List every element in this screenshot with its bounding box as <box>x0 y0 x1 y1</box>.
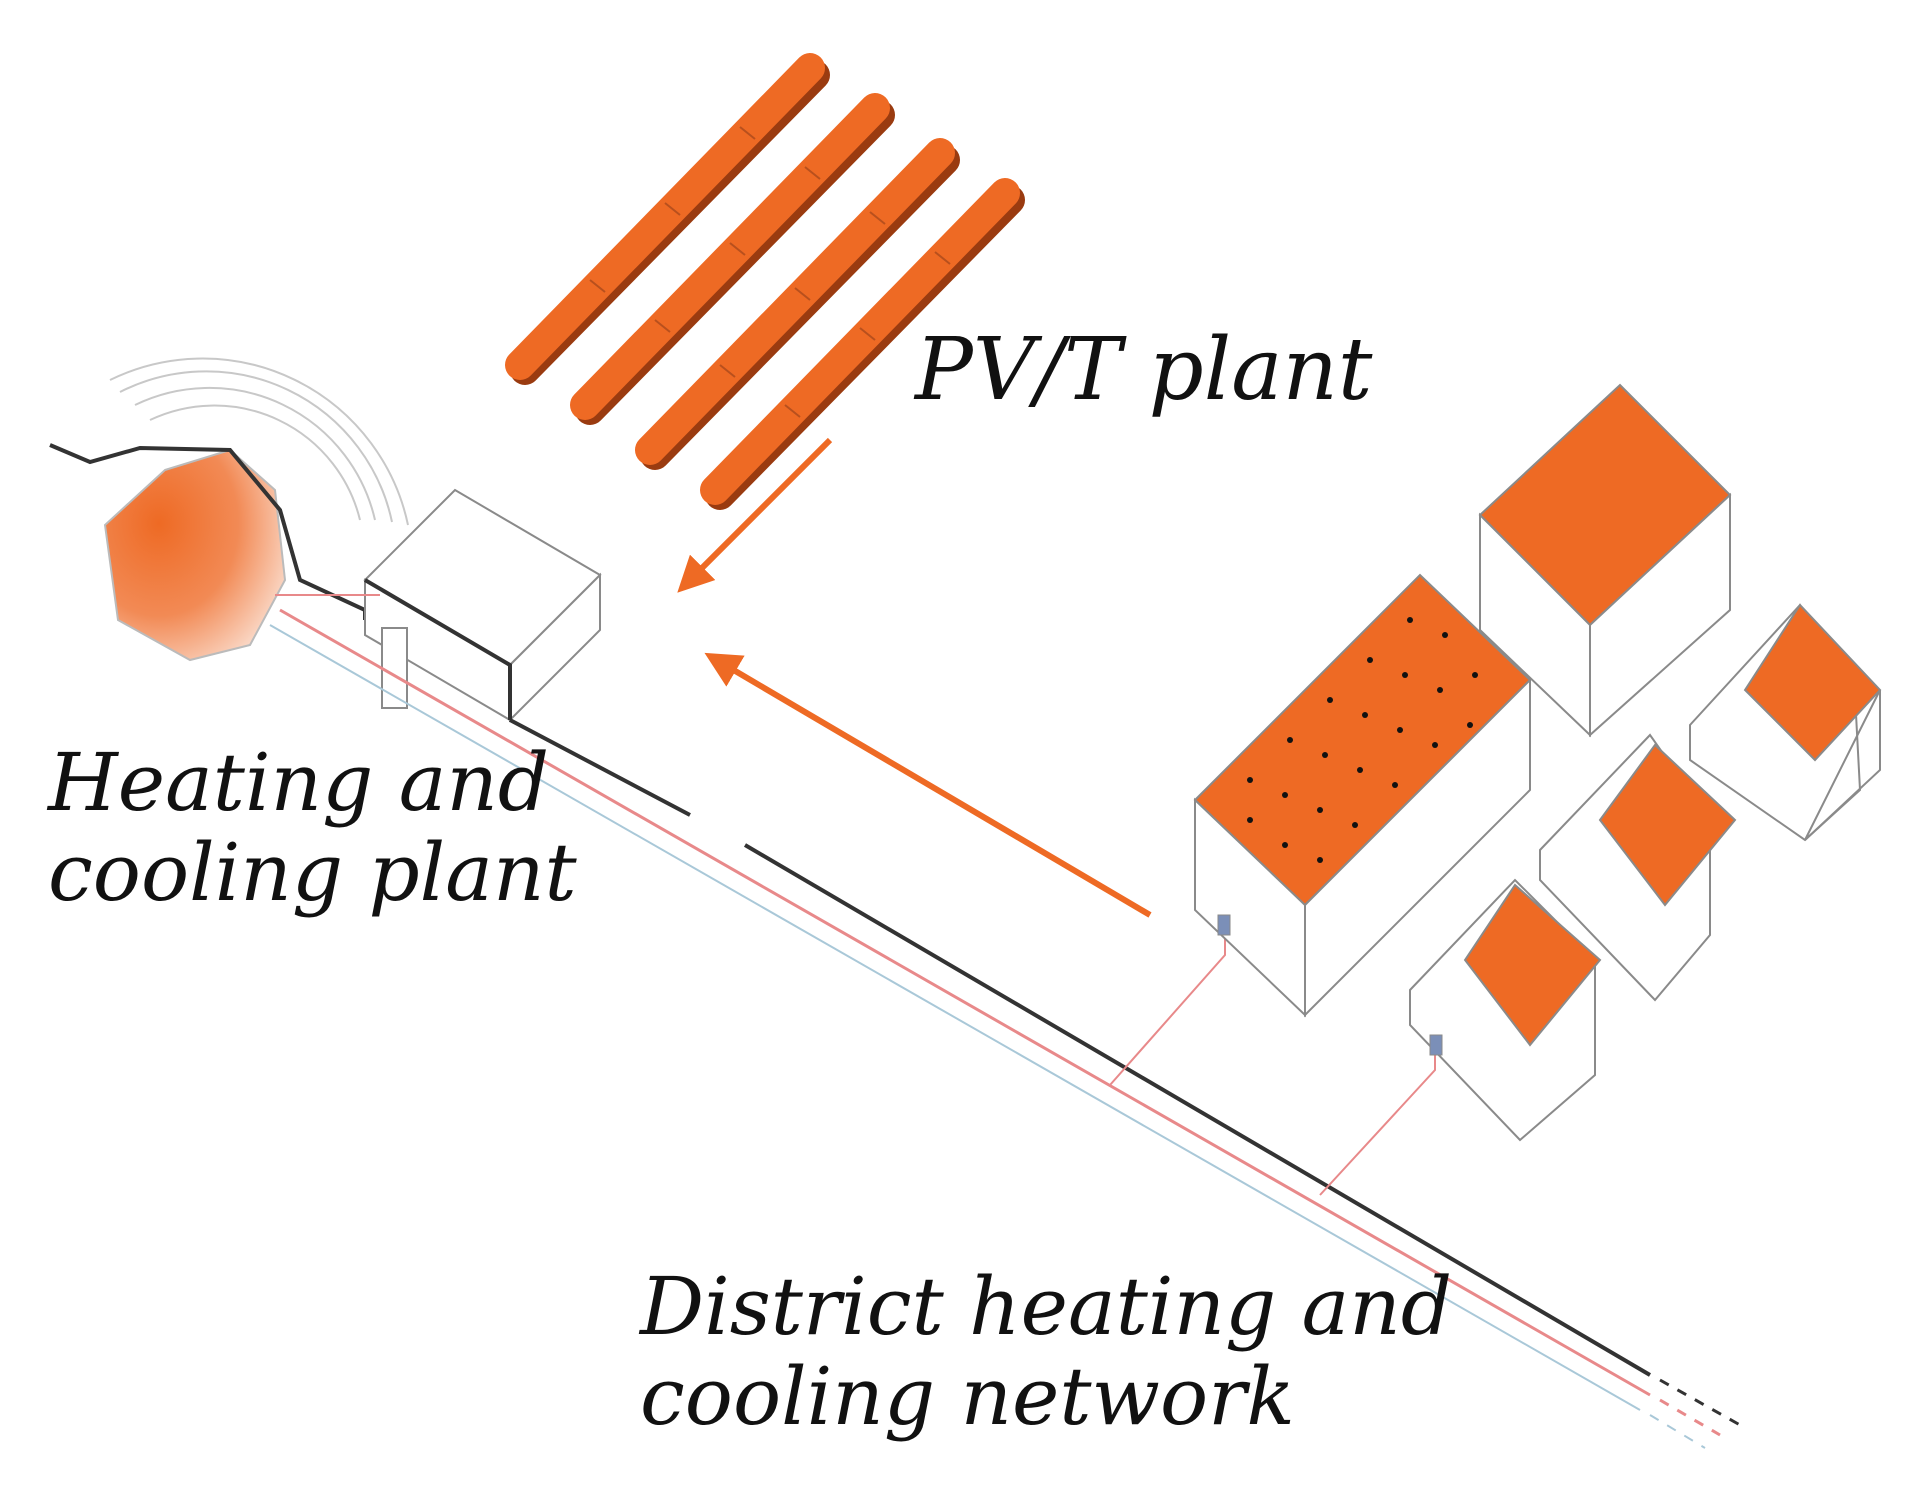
district-network-label: District heating and cooling network <box>640 1262 1452 1441</box>
pvt-plant-label-text: PV/T plant <box>915 320 1373 420</box>
network-label-line-2: cooling network <box>640 1349 1295 1443</box>
district-pipes <box>269 594 1741 1449</box>
pv-panel-rows <box>505 53 1025 510</box>
network-label-line-1: District heating and <box>640 1260 1453 1353</box>
solar-panel-row-icon <box>635 138 960 470</box>
house-icon <box>1539 733 1737 1002</box>
heating-cooling-plant-label: Heating and cooling plant <box>48 738 577 917</box>
solar-panel-row-icon <box>570 93 895 425</box>
house-icon <box>1478 383 1732 738</box>
solar-panel-row-icon <box>505 53 830 385</box>
house-icon <box>1409 878 1602 1142</box>
house-icon <box>1689 603 1882 842</box>
thermal-storage-icon <box>49 357 409 662</box>
pvt-plant-label: PV/T plant <box>915 320 1373 420</box>
flow-arrows <box>677 437 1152 918</box>
solar-panel-row-icon <box>700 178 1025 510</box>
plant-label-line-1: Heating and <box>48 736 550 829</box>
plant-building-icon <box>363 488 602 723</box>
plant-label-line-2: cooling plant <box>48 825 577 919</box>
buildings-to-plant-arrow <box>704 652 1152 918</box>
house-icon <box>1193 573 1532 1018</box>
pv-to-plant-arrow <box>677 437 833 593</box>
